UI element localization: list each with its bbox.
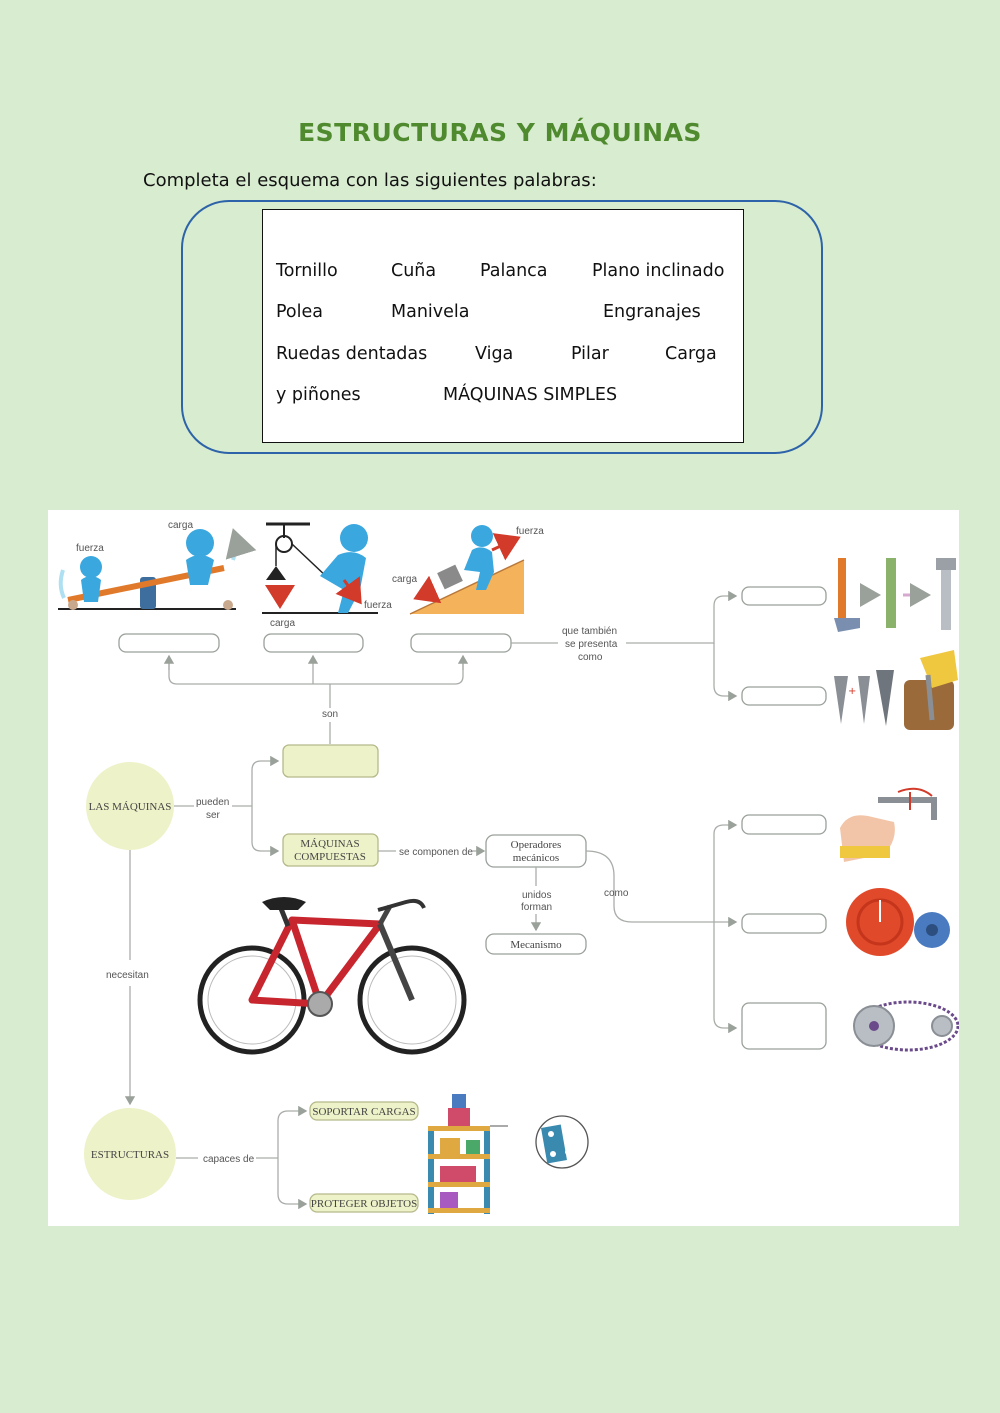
node-estructuras	[84, 1108, 176, 1200]
tambien-label-2: se presenta	[565, 639, 618, 650]
operadores-label-1: Operadores	[511, 839, 562, 851]
connector-simple-machines	[168, 662, 464, 685]
word-polea[interactable]: Polea	[276, 302, 323, 322]
soportar-label: SOPORTAR CARGAS	[312, 1106, 415, 1118]
pulley-figure: carga fuerza	[262, 522, 392, 629]
operadores-label-2: mecánicos	[513, 852, 559, 864]
word-carga[interactable]: Carga	[665, 344, 717, 364]
svg-text:+: +	[848, 686, 856, 697]
bicycle-figure	[197, 897, 467, 1055]
node-maquinas-compuestas	[282, 833, 379, 867]
instruction-text: Completa el esquema con las siguientes p…	[143, 170, 597, 191]
se-componen-label: se componen de	[399, 847, 473, 858]
answer-box-wedge[interactable]	[741, 686, 827, 706]
shelf-figure	[428, 1094, 589, 1214]
crank-figure	[840, 787, 937, 862]
lever-carga-label: carga	[168, 520, 193, 531]
son-label: son	[322, 709, 338, 720]
compuestas-label-1: MÁQUINAS	[300, 838, 359, 850]
answer-box-lever[interactable]	[118, 633, 220, 653]
concept-map: fuerza carga carga fuerza fuerza carga	[48, 510, 959, 1226]
word-bank-frame	[181, 200, 823, 454]
word-manivela[interactable]: Manivela	[391, 302, 470, 322]
estructuras-label: ESTRUCTURAS	[91, 1149, 169, 1161]
unidos-label-2: forman	[521, 902, 552, 913]
tambien-label-1: que también	[562, 626, 617, 637]
pueden-label-2: ser	[206, 810, 221, 821]
answer-box-pulley[interactable]	[263, 633, 364, 653]
capaces-label: capaces de	[203, 1154, 255, 1165]
word-tornillo[interactable]: Tornillo	[276, 261, 338, 281]
lever-fuerza-label: fuerza	[76, 543, 104, 554]
lever-figure: fuerza carga	[58, 520, 257, 610]
word-ruedas-dentadas[interactable]: Ruedas dentadas	[276, 344, 428, 364]
node-las-maquinas	[86, 762, 174, 850]
node-mecanismo	[485, 933, 587, 955]
word-viga[interactable]: Viga	[475, 344, 514, 364]
answer-box-screw[interactable]	[741, 586, 827, 606]
tambien-label-3: como	[578, 652, 603, 663]
word-pilar[interactable]: Pilar	[571, 344, 609, 364]
word-palanca[interactable]: Palanca	[480, 261, 548, 281]
ramp-figure: fuerza carga	[392, 525, 544, 615]
node-proteger-objetos	[309, 1193, 419, 1213]
word-plano-inclinado[interactable]: Plano inclinado	[592, 261, 725, 281]
pulley-carga-label: carga	[270, 618, 295, 629]
chain-figure	[853, 1000, 959, 1052]
gears-figure	[846, 888, 950, 956]
word-engranajes[interactable]: Engranajes	[603, 302, 701, 322]
unidos-label-1: unidos	[522, 890, 551, 901]
pueden-label-1: pueden	[196, 797, 229, 808]
word-maquinas-simples[interactable]: MÁQUINAS SIMPLES	[443, 385, 618, 405]
ramp-carga-label: carga	[392, 574, 417, 585]
answer-box-crank[interactable]	[741, 814, 827, 835]
answer-box-gears[interactable]	[741, 913, 827, 934]
proteger-label: PROTEGER OBJETOS	[311, 1198, 417, 1210]
las-maquinas-label: LAS MÁQUINAS	[89, 801, 172, 813]
word-y-pinones[interactable]: y piñones	[276, 385, 361, 405]
word-bank: Tornillo Cuña Palanca Plano inclinado Po…	[262, 209, 744, 443]
compuestas-label-2: COMPUESTAS	[294, 851, 366, 863]
answer-box-ramp[interactable]	[410, 633, 512, 653]
necesitan-label: necesitan	[106, 970, 149, 981]
pulley-fuerza-label: fuerza	[364, 600, 392, 611]
answer-box-chain[interactable]	[741, 1002, 827, 1050]
mecanismo-label: Mecanismo	[510, 939, 562, 951]
answer-box-maquinas-simples[interactable]	[282, 744, 379, 778]
word-cuna[interactable]: Cuña	[391, 261, 437, 281]
wedge-figure: +	[834, 650, 958, 730]
node-soportar-cargas	[309, 1101, 419, 1121]
screw-figure	[834, 558, 956, 632]
ramp-fuerza-label: fuerza	[516, 526, 544, 537]
como-label: como	[604, 888, 629, 899]
page-title: ESTRUCTURAS Y MÁQUINAS	[298, 118, 702, 147]
